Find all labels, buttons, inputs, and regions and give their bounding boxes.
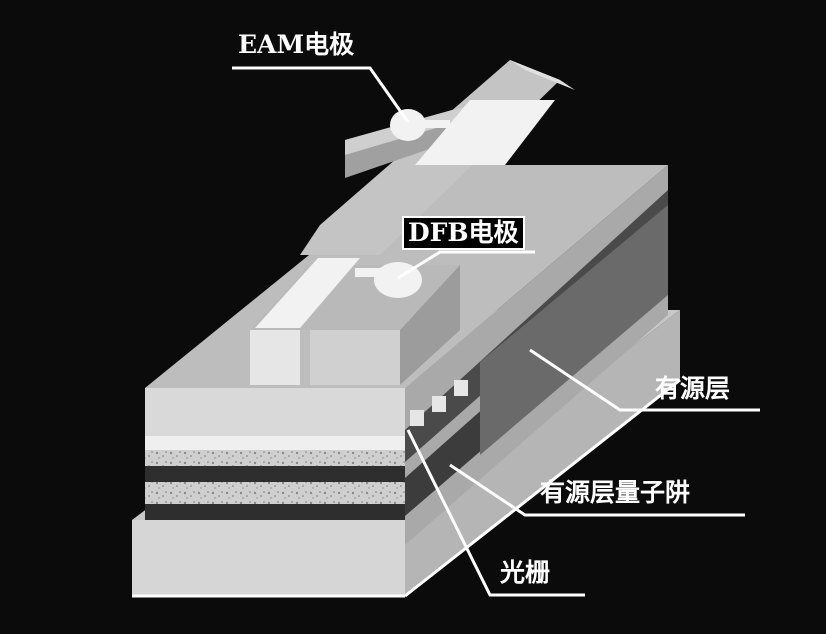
grating-leader-line <box>406 429 585 597</box>
active-qw-leader-line <box>449 463 745 517</box>
active-layer-label: 有源层 <box>655 374 731 403</box>
grating-label: 光栅 <box>500 558 551 587</box>
dfb-electrode-label: DFB电极 <box>402 216 525 250</box>
eam-electrode-pad <box>390 100 555 165</box>
active-qw-label: 有源层量子阱 <box>540 478 691 507</box>
grating-teeth <box>410 380 468 426</box>
eam-leader-line <box>232 66 410 123</box>
leader-lines <box>232 66 760 597</box>
eam-electrode-label: EAM电极 <box>238 30 355 59</box>
active-layer-leader-line <box>529 348 760 412</box>
dfb-leader-line <box>397 250 535 280</box>
